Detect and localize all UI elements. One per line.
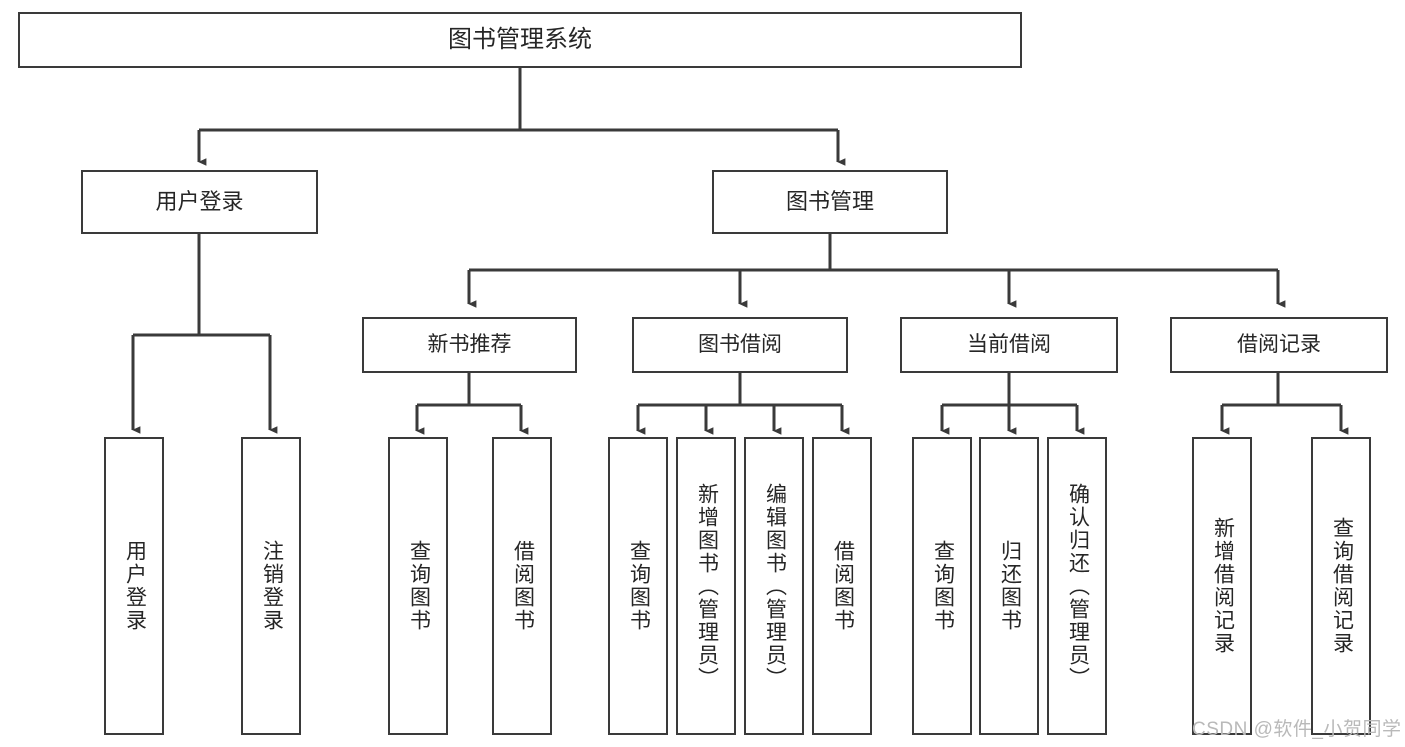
node-borrow-record[interactable]: 借阅记录 bbox=[1170, 317, 1388, 373]
node-current-borrow[interactable]: 当前借阅 bbox=[900, 317, 1118, 373]
leaf-current-borrow-return-book[interactable]: 归还图书 bbox=[979, 437, 1039, 735]
leaf-new-book-query-book[interactable]: 查询图书 bbox=[388, 437, 448, 735]
node-label: 编辑图书（管理员） bbox=[763, 482, 787, 690]
leaf-user-login-logout[interactable]: 注销登录 bbox=[241, 437, 301, 735]
node-label: 图书借阅 bbox=[698, 332, 782, 356]
leaf-book-borrow-query-book[interactable]: 查询图书 bbox=[608, 437, 668, 735]
node-label: 查询图书 bbox=[931, 540, 955, 632]
node-label: 查询借阅记录 bbox=[1330, 517, 1354, 655]
node-book-management[interactable]: 图书管理 bbox=[712, 170, 948, 234]
node-label: 图书管理系统 bbox=[448, 25, 592, 53]
node-label: 图书管理 bbox=[785, 188, 874, 214]
node-label: 新增借阅记录 bbox=[1211, 517, 1235, 655]
leaf-current-borrow-confirm-return-admin[interactable]: 确认归还（管理员） bbox=[1047, 437, 1107, 735]
node-user-login[interactable]: 用户登录 bbox=[81, 170, 318, 234]
node-label: 归还图书 bbox=[998, 540, 1022, 632]
node-label: 查询图书 bbox=[407, 540, 431, 632]
node-label: 用户登录 bbox=[123, 540, 147, 632]
node-label: 新增图书（管理员） bbox=[695, 482, 719, 690]
node-label: 查询图书 bbox=[627, 540, 651, 632]
leaf-book-borrow-borrow-book[interactable]: 借阅图书 bbox=[812, 437, 872, 735]
leaf-borrow-record-add-record[interactable]: 新增借阅记录 bbox=[1192, 437, 1252, 735]
node-label: 新书推荐 bbox=[427, 332, 512, 356]
node-new-book-recommend[interactable]: 新书推荐 bbox=[362, 317, 577, 373]
node-label: 借阅记录 bbox=[1237, 332, 1321, 356]
node-label: 用户登录 bbox=[155, 188, 244, 214]
node-label: 注销登录 bbox=[260, 540, 284, 632]
leaf-new-book-borrow-book[interactable]: 借阅图书 bbox=[492, 437, 552, 735]
leaf-book-borrow-add-book-admin[interactable]: 新增图书（管理员） bbox=[676, 437, 736, 735]
leaf-user-login-login[interactable]: 用户登录 bbox=[104, 437, 164, 735]
node-label: 当前借阅 bbox=[967, 332, 1051, 356]
leaf-borrow-record-query-record[interactable]: 查询借阅记录 bbox=[1311, 437, 1371, 735]
node-label: 确认归还（管理员） bbox=[1066, 482, 1090, 690]
leaf-book-borrow-edit-book-admin[interactable]: 编辑图书（管理员） bbox=[744, 437, 804, 735]
node-label: 借阅图书 bbox=[831, 540, 855, 632]
csdn-watermark: CSDN @软件_小贺同学 bbox=[1192, 719, 1402, 740]
node-label: 借阅图书 bbox=[511, 540, 535, 632]
node-root-book-management-system[interactable]: 图书管理系统 bbox=[18, 12, 1022, 68]
node-book-borrow[interactable]: 图书借阅 bbox=[632, 317, 848, 373]
leaf-current-borrow-query-book[interactable]: 查询图书 bbox=[912, 437, 972, 735]
